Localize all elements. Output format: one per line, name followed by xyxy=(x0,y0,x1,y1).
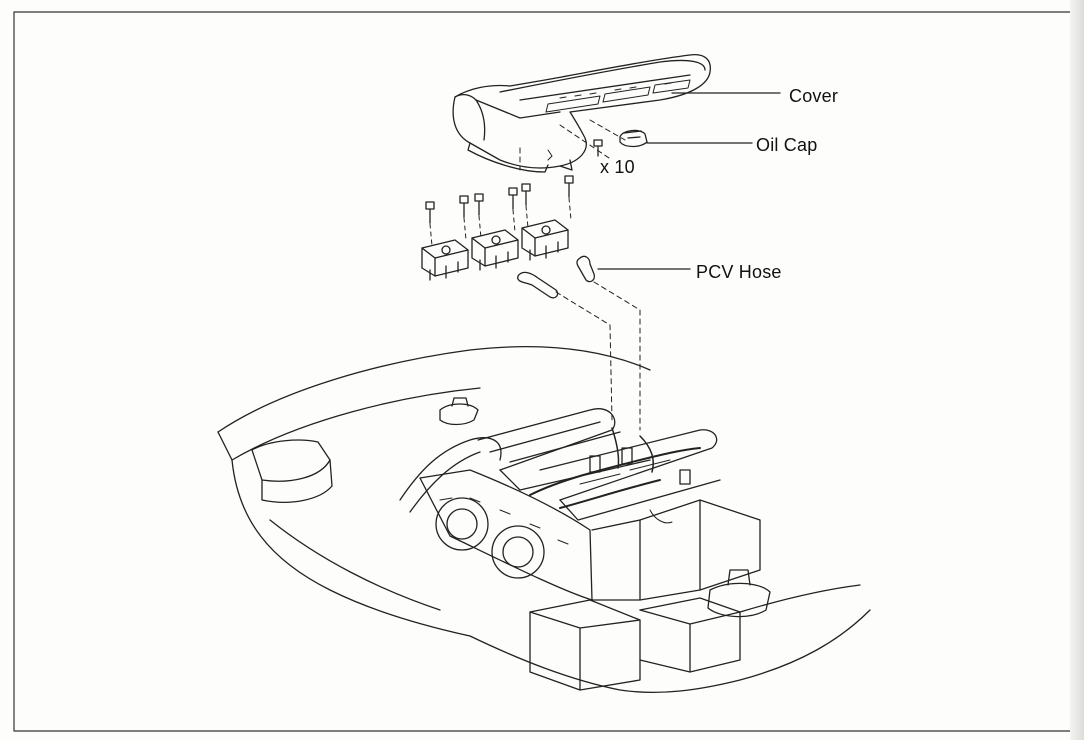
ignition-coil-1 xyxy=(421,239,469,281)
ignition-coil-3 xyxy=(521,219,569,261)
ignition-coil-bolts xyxy=(425,175,574,224)
engine-cover-part xyxy=(452,54,711,173)
ignition-coil-2 xyxy=(471,229,519,271)
scan-edge-shadow xyxy=(1070,0,1084,740)
oil-cap-part xyxy=(619,129,648,148)
diagram-border xyxy=(13,11,1074,732)
pcv-hose-label: PCV Hose xyxy=(696,262,782,282)
quantity-label: x 10 xyxy=(600,157,635,177)
cover-guide-lines xyxy=(519,119,626,171)
engine-bay-outline xyxy=(217,345,871,694)
pcv-hose-part xyxy=(517,255,596,299)
cover-label: Cover xyxy=(789,86,839,106)
bolt-guide-lines xyxy=(429,197,572,247)
pcv-hose-guide-lines xyxy=(555,281,641,431)
cover-bolt xyxy=(593,139,603,157)
oil-cap-label: Oil Cap xyxy=(756,135,818,155)
